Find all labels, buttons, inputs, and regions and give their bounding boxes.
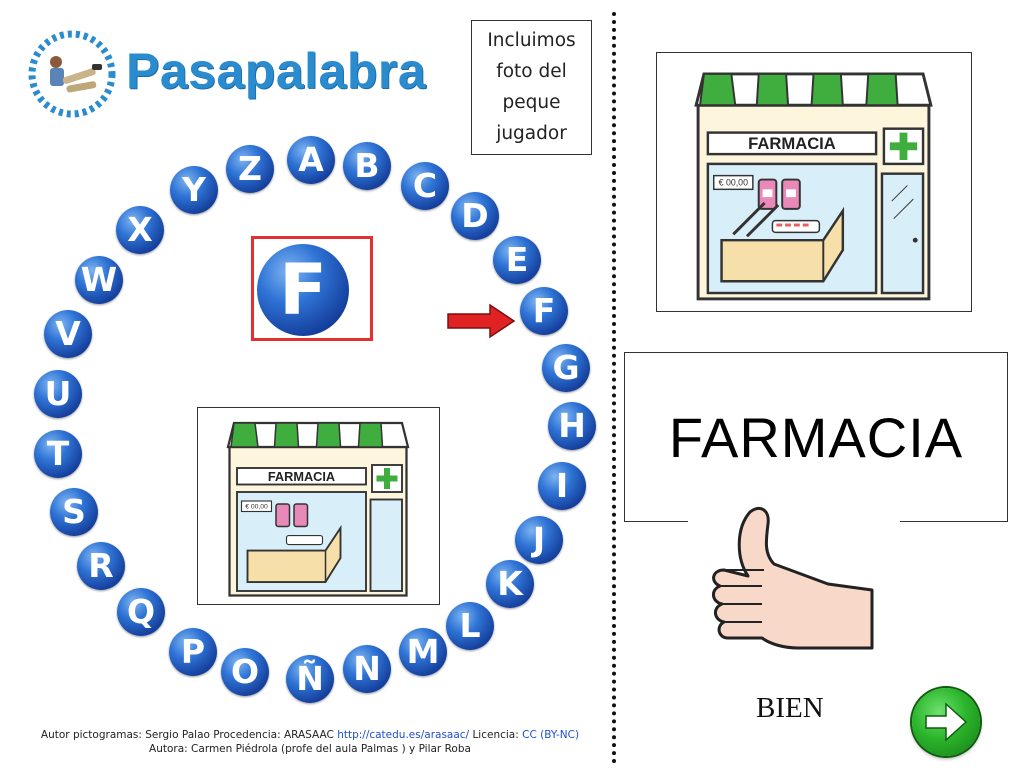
letter-circle-z[interactable]: Z — [226, 145, 274, 193]
note-line: foto del — [496, 61, 567, 82]
letter-circle-f[interactable]: F — [520, 287, 568, 335]
arasaac-link[interactable]: http://catedu.es/arasaac/ — [337, 729, 470, 741]
letter-circle-w[interactable]: W — [75, 256, 123, 304]
shop-sign: FARMACIA — [748, 134, 836, 153]
next-button[interactable] — [912, 688, 980, 756]
pharmacy-store-icon: FARMACIA € 00,00 — [694, 72, 933, 301]
pharmacy-store-icon: FARMACIA € 00,00 — [226, 421, 410, 597]
green-arrow-right-icon — [925, 702, 968, 742]
credits: Autor pictogramas: Sergio Palao Proceden… — [40, 728, 580, 756]
letter-circle-v[interactable]: V — [44, 310, 92, 358]
letter-circle-o[interactable]: O — [221, 648, 269, 696]
letter-circle-y[interactable]: Y — [170, 166, 218, 214]
big-pharmacy-card: FARMACIA € 00,00 — [656, 52, 972, 312]
selected-letter-frame — [251, 236, 373, 341]
answer-word-card: FARMACIA — [624, 352, 1008, 522]
note-line: Incluimos — [487, 30, 576, 51]
letter-circle-h[interactable]: H — [548, 402, 596, 450]
red-arrow-right-icon — [447, 303, 516, 339]
letter-circle-p[interactable]: P — [169, 628, 217, 676]
letter-circle-c[interactable]: C — [401, 162, 449, 210]
note-line: jugador — [496, 123, 567, 144]
letter-circle-k[interactable]: K — [486, 560, 534, 608]
thumbs-up-icon — [688, 498, 900, 650]
note-line: peque — [502, 92, 561, 113]
player-photo-icon — [28, 30, 116, 118]
credits-middle: Licencia: — [469, 729, 523, 741]
letter-circle-i[interactable]: I — [538, 462, 586, 510]
dotted-divider — [612, 12, 616, 764]
letter-circle-q[interactable]: Q — [117, 588, 165, 636]
small-pharmacy-card: FARMACIA € 00,00 — [197, 407, 440, 605]
license-link[interactable]: CC (BY-NC) — [522, 729, 580, 741]
feedback-label: BIEN — [756, 692, 824, 724]
answer-word: FARMACIA — [668, 406, 964, 469]
letter-circle-n[interactable]: N — [343, 645, 391, 693]
letter-circle-a[interactable]: A — [287, 136, 335, 184]
price-tag: € 00,00 — [245, 504, 268, 511]
letter-circle-d[interactable]: D — [451, 192, 499, 240]
credits-prefix: Autor pictogramas: Sergio Palao Proceden… — [40, 729, 338, 741]
shop-sign: FARMACIA — [268, 469, 335, 484]
letter-circle-g[interactable]: G — [542, 344, 590, 392]
credits-line-1: Autor pictogramas: Sergio Palao Proceden… — [40, 728, 580, 742]
price-tag: € 00,00 — [719, 177, 748, 187]
letter-circle-x[interactable]: X — [116, 206, 164, 254]
pasapalabra-logo: Pasapalabra — [26, 28, 466, 120]
letter-circle-s[interactable]: S — [50, 488, 98, 536]
letter-ring: A B C D E F G H I J K L M N Ñ O P Q R S … — [34, 136, 596, 703]
letter-circle-u[interactable]: U — [34, 370, 82, 418]
note-box: Incluimos foto del peque jugador — [471, 20, 592, 155]
letter-circle-enye[interactable]: Ñ — [286, 655, 334, 703]
selected-letter: F — [257, 244, 349, 336]
letter-circle-m[interactable]: M — [399, 628, 447, 676]
letter-circle-e[interactable]: E — [493, 236, 541, 284]
letter-circle-j[interactable]: J — [515, 516, 563, 564]
letter-circle-t[interactable]: T — [34, 430, 82, 478]
letter-circle-b[interactable]: B — [343, 142, 391, 190]
letter-circle-r[interactable]: R — [77, 542, 125, 590]
credits-line-2: Autora: Carmen Piédrola (profe del aula … — [149, 743, 471, 755]
logo-title: Pasapalabra — [126, 43, 427, 99]
letter-circle-l[interactable]: L — [446, 602, 494, 650]
